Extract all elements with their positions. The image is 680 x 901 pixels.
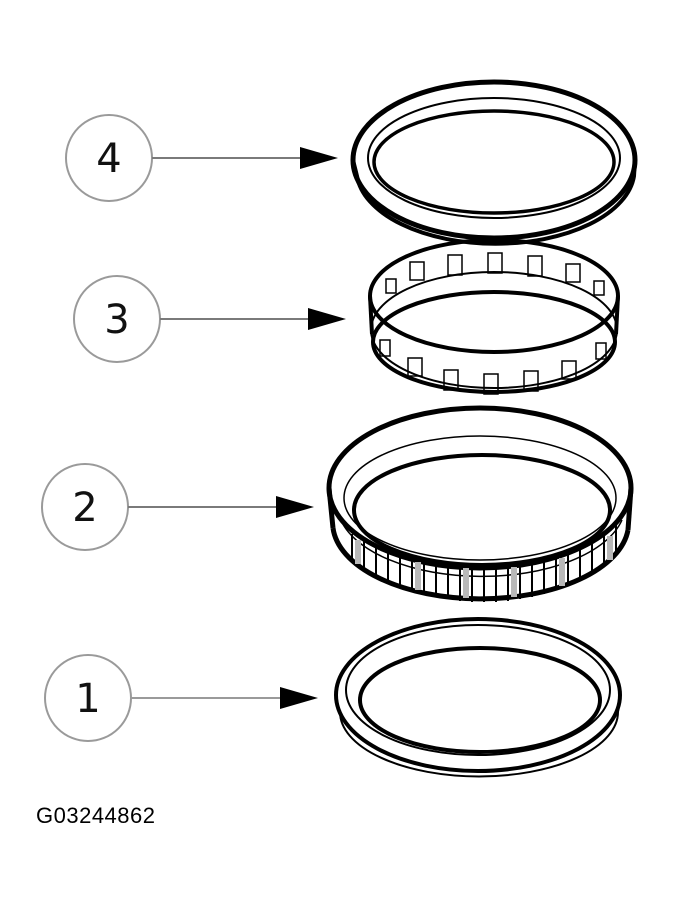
arrowhead-icon xyxy=(280,687,318,709)
part-4-seal-ring xyxy=(350,79,638,246)
callout-2-label: 2 xyxy=(72,485,97,531)
arrowhead-icon xyxy=(276,496,314,518)
callout-3: 3 xyxy=(73,275,346,363)
callout-3-label: 3 xyxy=(104,297,129,343)
callout-1: 1 xyxy=(44,654,318,742)
arrowhead-icon xyxy=(300,147,338,169)
part-3-cage xyxy=(368,238,620,395)
callout-4: 4 xyxy=(65,114,338,202)
arrowhead-icon xyxy=(308,308,346,330)
callout-1-label: 1 xyxy=(75,676,100,722)
callout-4-label: 4 xyxy=(96,136,121,182)
part-2-knurled-race xyxy=(326,405,634,602)
figure-code: G03244862 xyxy=(36,803,156,828)
callout-2: 2 xyxy=(41,463,314,551)
part-1-seal-ring xyxy=(334,617,622,778)
